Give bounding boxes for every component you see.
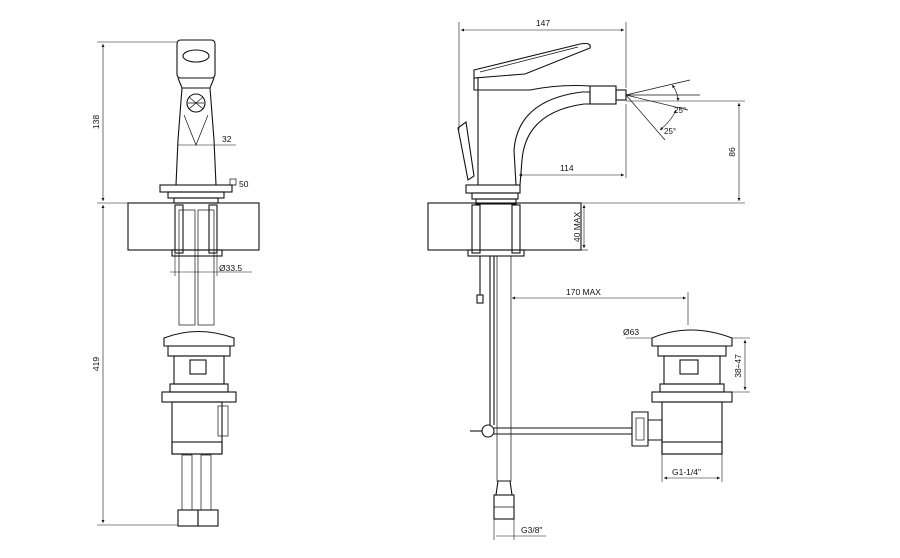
front-hose-left	[178, 209, 196, 326]
side-countertop	[427, 202, 582, 251]
dim-side-reach: 114	[560, 163, 574, 173]
dim-side-length: 147	[536, 18, 550, 28]
side-tap-body	[457, 42, 627, 205]
spray-angles: 25° 25°	[625, 79, 700, 141]
dim-hose-thread: G3/8"	[521, 525, 542, 535]
dim-front-total-height: 419	[91, 357, 101, 371]
dim-side-rod: 170 MAX	[566, 287, 601, 297]
dim-angle-down: 25°	[664, 127, 676, 136]
dim-waste-dia: Ø63	[623, 327, 639, 337]
dim-front-width: 32	[222, 134, 232, 144]
front-tap-body	[159, 39, 233, 204]
side-waste	[631, 329, 733, 455]
front-hose-right	[197, 209, 215, 326]
dim-waste-height: 38÷47	[733, 354, 743, 378]
dim-front-hole: Ø33.5	[219, 263, 242, 273]
dim-waste-thread: G1-1/4"	[672, 467, 701, 477]
side-view: 25° 25°	[427, 18, 750, 540]
dim-angle-up: 25°	[674, 106, 686, 115]
dim-front-flange: 50	[239, 179, 249, 189]
front-view: 138 419 32 50 Ø33.5	[91, 39, 260, 527]
dim-front-body-height: 138	[91, 115, 101, 129]
side-hose	[496, 255, 512, 482]
dim-side-spout-height: 86	[727, 147, 737, 157]
dim-side-deck: 40 MAX	[572, 212, 582, 243]
front-waste	[161, 331, 237, 455]
